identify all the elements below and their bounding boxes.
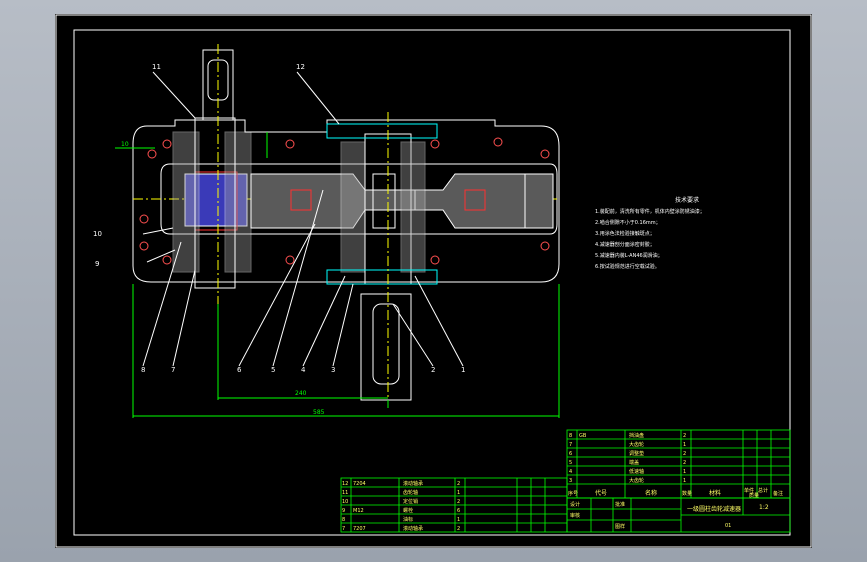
callout-6: 6 — [237, 366, 242, 374]
upper-header-total-mass: 总计 — [758, 487, 768, 494]
upper-header-name: 名称 — [645, 489, 657, 497]
upper-row-4-name: 端盖 — [629, 459, 639, 466]
lower-row-2-qty: 1 — [457, 490, 460, 496]
upper-row-6-no: 3 — [569, 478, 572, 484]
lower-row-1-code: 7204 — [353, 481, 366, 487]
title-block — [566, 497, 791, 533]
callout-10: 10 — [93, 230, 102, 238]
lower-row-4-code: M12 — [353, 508, 364, 514]
drawing-sheet: 240 585 10 11 12 10 9 8 7 6 5 4 3 2 1 技术… — [55, 14, 812, 548]
upper-row-3-no: 6 — [569, 451, 572, 457]
upper-row-2-name: 大齿轮 — [629, 441, 644, 448]
lower-row-2-name: 齿轮轴 — [403, 489, 418, 496]
parts-table-lower-text: 12 7204 滚动轴承 2 11 齿轮轴 1 10 定位销 2 9 M12 螺… — [342, 480, 460, 532]
tb-design: 设计 — [570, 501, 580, 508]
lower-row-1-no: 12 — [342, 481, 348, 487]
lower-row-5-qty: 1 — [457, 517, 460, 523]
drawing-sheet-no: 01 — [725, 523, 731, 529]
tech-line-3: 3.用涂色法检验接触斑点； — [595, 230, 655, 237]
tb-drawing: 图样 — [615, 523, 625, 530]
upper-header-mass: 质量 — [749, 492, 759, 499]
parts-table-upper-text: 8 GB 挡油盘 2 7 大齿轮 1 6 调整垫 2 5 端盖 2 4 低速轴 … — [568, 432, 783, 499]
upper-header-qty: 数量 — [682, 490, 692, 497]
upper-row-5-no: 4 — [569, 469, 572, 475]
tech-line-5: 5.减速器内装L-AN46润滑油； — [595, 252, 663, 259]
pinion-shaft — [172, 44, 252, 304]
bolt-holes — [139, 137, 550, 265]
lower-row-6-code: 7207 — [353, 526, 366, 532]
lower-row-6-no: 7 — [342, 526, 345, 532]
callout-5: 5 — [271, 366, 275, 374]
tb-approve: 批准 — [615, 501, 625, 508]
upper-row-2-no: 7 — [569, 442, 572, 448]
upper-header-remark: 备注 — [773, 490, 783, 497]
parts-table-upper — [566, 429, 791, 499]
lower-row-2-no: 11 — [342, 490, 348, 496]
lower-row-4-name: 螺栓 — [403, 507, 413, 514]
tech-line-2: 2.啮合侧隙不小于0.16mm； — [595, 219, 661, 226]
upper-row-4-qty: 2 — [683, 460, 686, 466]
callout-3: 3 — [331, 366, 335, 374]
lower-row-6-name: 滚动轴承 — [403, 525, 423, 532]
lower-row-5-no: 8 — [342, 517, 345, 523]
assembly-drawing: 240 585 10 11 12 10 9 8 7 6 5 4 3 2 1 技术… — [55, 14, 812, 548]
parts-table-lower — [340, 477, 568, 533]
dim-center-distance: 240 — [295, 390, 307, 397]
callout-1: 1 — [461, 366, 465, 374]
upper-row-1-qty: 2 — [683, 433, 686, 439]
upper-row-1-code: GB — [579, 433, 587, 439]
lower-row-5-name: 油标 — [403, 516, 413, 523]
upper-header-no: 序号 — [568, 490, 578, 497]
tech-line-1: 1.装配前，清洗所有零件，机体内壁涂防锈油漆； — [595, 208, 705, 215]
lower-row-3-name: 定位销 — [403, 498, 418, 505]
output-shaft — [326, 112, 438, 408]
upper-row-1-no: 8 — [569, 433, 572, 439]
outer-frame — [55, 14, 812, 548]
upper-row-5-qty: 1 — [683, 469, 686, 475]
dim-left-small: 10 — [121, 141, 129, 148]
callout-2: 2 — [431, 366, 435, 374]
dimension-lines — [115, 132, 560, 418]
upper-row-4-no: 5 — [569, 460, 572, 466]
leader-lines — [142, 71, 464, 367]
lower-row-3-qty: 2 — [457, 499, 460, 505]
upper-row-6-qty: 1 — [683, 478, 686, 484]
upper-header-material: 材料 — [709, 489, 721, 497]
lower-row-3-no: 10 — [342, 499, 348, 505]
drawing-title: 一级圆柱齿轮减速器 — [687, 505, 741, 513]
lower-row-1-qty: 2 — [457, 481, 460, 487]
dim-overall-width: 585 — [313, 409, 325, 416]
callout-9: 9 — [95, 260, 99, 268]
title-block-text: 设计 审核 批准 图样 一级圆柱齿轮减速器 1:2 01 — [570, 501, 769, 530]
large-gear — [250, 173, 554, 229]
upper-header-unit-mass: 单件 — [744, 487, 754, 494]
upper-row-1-name: 挡油盘 — [629, 432, 644, 439]
callout-7: 7 — [171, 366, 175, 374]
upper-row-2-qty: 1 — [683, 442, 686, 448]
lower-row-1-name: 滚动轴承 — [403, 480, 423, 487]
upper-header-code: 代号 — [595, 489, 607, 497]
inner-frame — [73, 29, 791, 536]
callout-numbers: 11 12 10 9 8 7 6 5 4 3 2 1 — [93, 63, 465, 374]
tech-heading: 技术要求 — [675, 196, 699, 204]
callout-11: 11 — [152, 63, 161, 71]
lower-row-4-qty: 6 — [457, 508, 460, 514]
tech-line-4: 4.减速器剖分面涂密封胶； — [595, 241, 655, 248]
tech-line-6: 6.按试验规范进行空载试验。 — [595, 263, 660, 270]
upper-row-3-qty: 2 — [683, 451, 686, 457]
upper-row-5-name: 低速轴 — [629, 468, 644, 475]
upper-row-6-name: 大齿轮 — [629, 477, 644, 484]
callout-8: 8 — [141, 366, 145, 374]
upper-row-3-name: 调整垫 — [629, 450, 644, 457]
callout-12: 12 — [296, 63, 305, 71]
lower-row-4-no: 9 — [342, 508, 345, 514]
tb-check: 审核 — [570, 512, 580, 519]
lower-row-6-qty: 2 — [457, 526, 460, 532]
technical-requirements: 技术要求 1.装配前，清洗所有零件，机体内壁涂防锈油漆； 2.啮合侧隙不小于0.… — [595, 196, 705, 270]
callout-4: 4 — [301, 366, 306, 374]
drawing-scale: 1:2 — [759, 504, 769, 511]
